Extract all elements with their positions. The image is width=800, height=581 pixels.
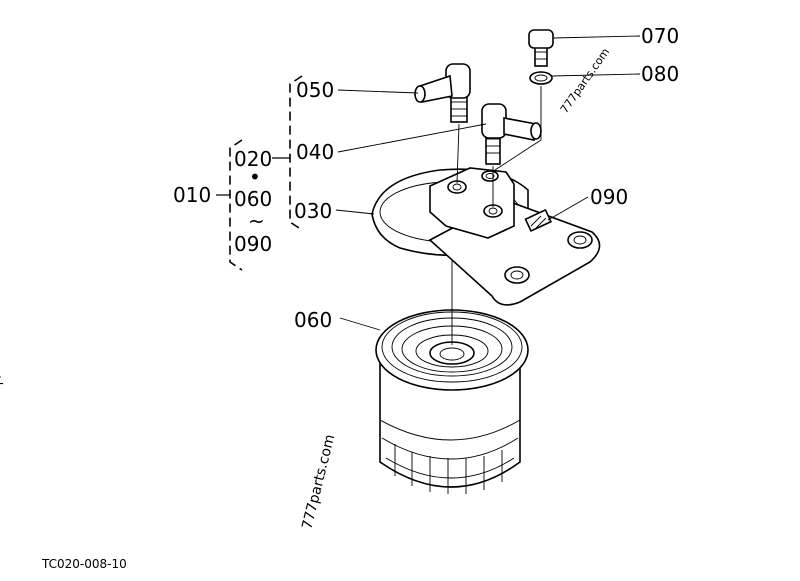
callout-030: 030 [294, 199, 332, 223]
callout-bullet: • [249, 165, 261, 189]
group-bracket-010 [216, 139, 243, 271]
callout-010: 010 [173, 183, 211, 207]
screw-070 [528, 29, 554, 67]
elbow-fitting-050 [414, 63, 471, 123]
callout-060: 060 [294, 308, 332, 332]
callout-090-group: 090 [234, 232, 272, 256]
group-bracket-050-030 [272, 75, 303, 231]
callout-060-group: 060 [234, 187, 272, 211]
filter-cartridge [375, 309, 529, 494]
washer-080 [529, 71, 553, 85]
callout-080: 080 [641, 62, 679, 86]
watermark-lower: 777parts.com [299, 433, 338, 531]
watermark-upper: 777parts.com [558, 46, 612, 116]
figure-code: TC020-008-10 [41, 557, 127, 571]
filter-head [371, 167, 601, 306]
callout-050: 050 [296, 78, 334, 102]
elbow-fitting-040 [481, 103, 542, 165]
watermark-edge: 777 [0, 365, 7, 389]
callout-tilde: ~ [248, 209, 265, 233]
callout-070: 070 [641, 24, 679, 48]
callout-090: 090 [590, 185, 628, 209]
assembly-guides [456, 86, 542, 207]
callout-020: 020 [234, 147, 272, 171]
callout-040: 040 [296, 140, 334, 164]
leader-lines [335, 35, 641, 331]
callout-labels: 010 020 • 060 ~ 090 050 040 030 060 070 … [173, 24, 679, 332]
